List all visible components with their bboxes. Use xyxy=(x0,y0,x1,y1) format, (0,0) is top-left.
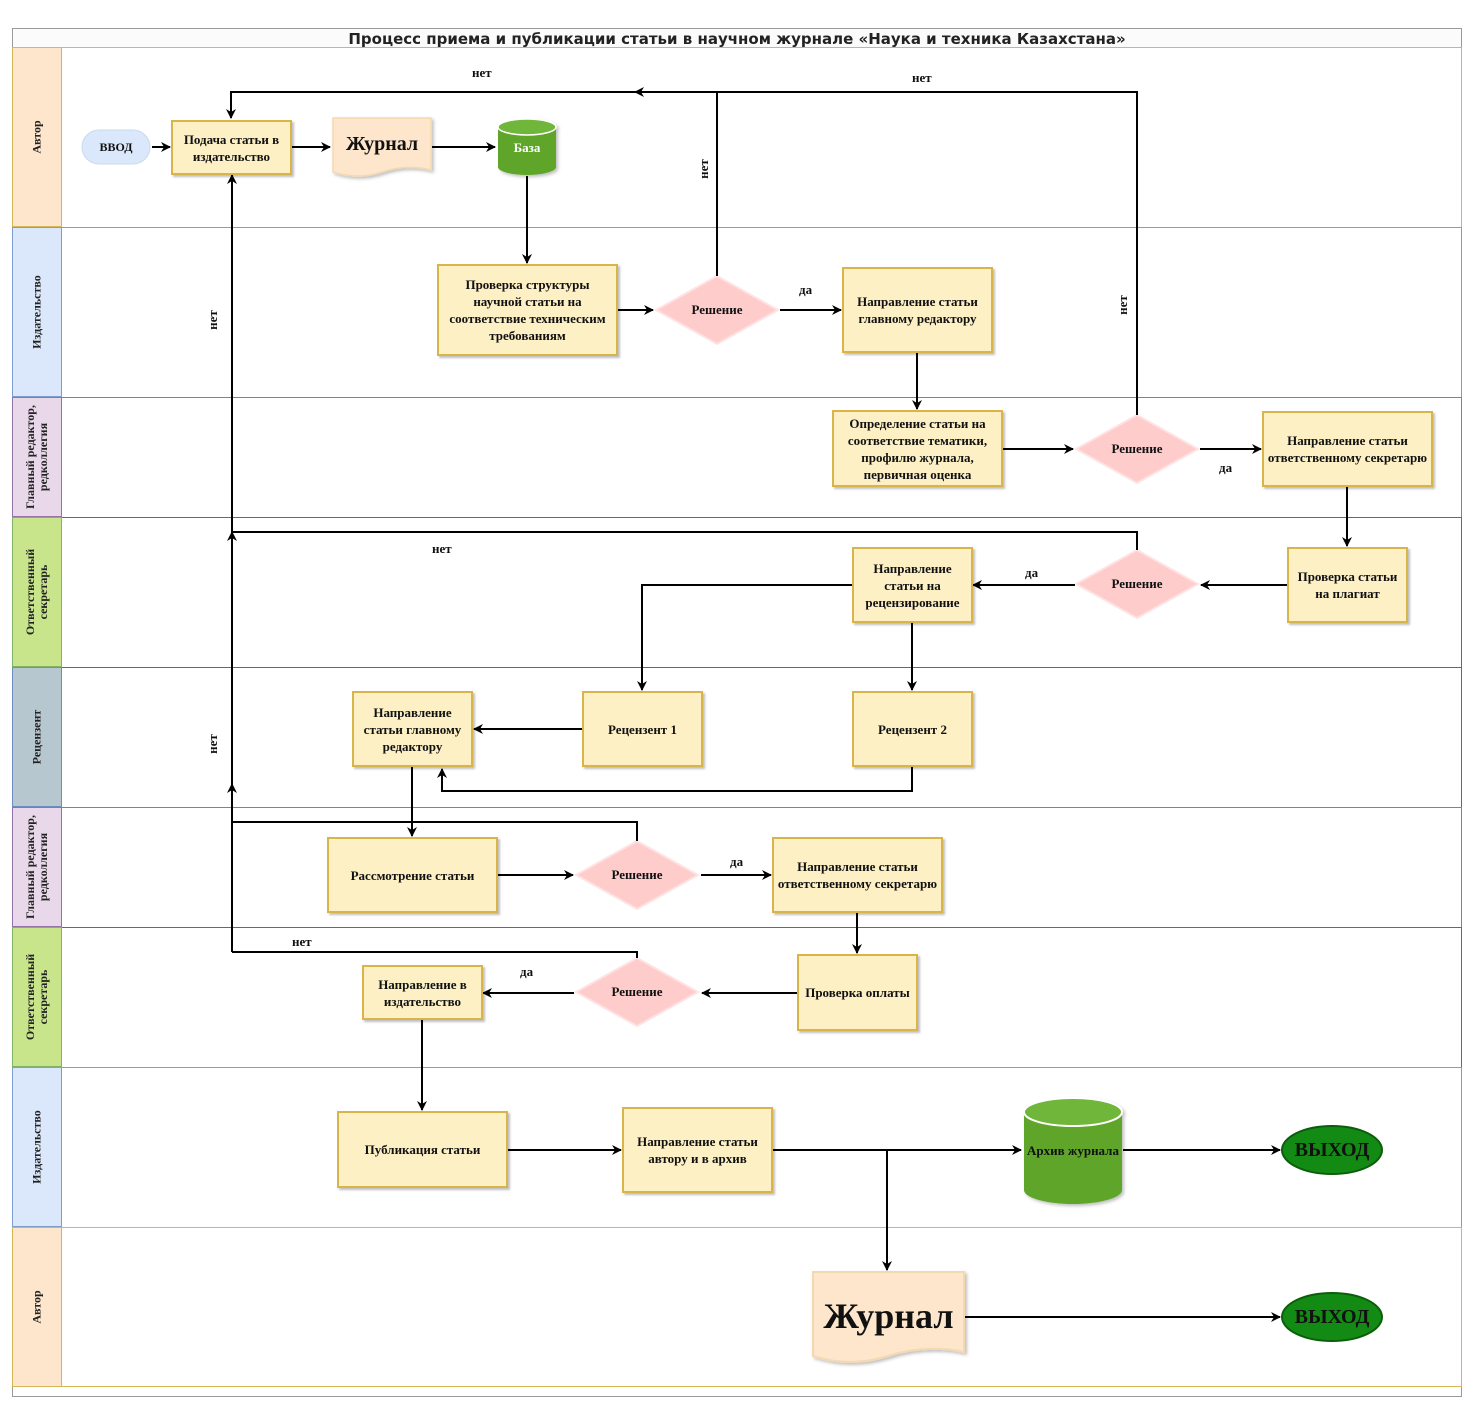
to-secretary-box: Направление статьи ответственному секрет… xyxy=(1262,411,1433,487)
edge-label-no: нет xyxy=(695,159,711,179)
lane-publisher-1: Издательство xyxy=(12,227,1462,397)
lane-header: Автор xyxy=(12,47,62,227)
lane-header: Издательство xyxy=(12,227,62,397)
edge-label-no: нет xyxy=(472,65,492,80)
archive-label: Архив журнала xyxy=(1027,1142,1119,1158)
submit-article-box: Подача статьи в издательство xyxy=(171,120,292,175)
journal-small-label: Журнал xyxy=(345,132,419,155)
lane-secretary-1: Ответственный секретарь xyxy=(12,517,1462,667)
edge-label-yes: да xyxy=(1025,565,1039,580)
lane-editor-1: Главный редактор, редколлегия xyxy=(12,397,1462,517)
exit-label-2: ВЫХОД xyxy=(1294,1305,1370,1328)
decision-label-2: Решение xyxy=(1111,441,1163,456)
to-author-archive-box: Направление статьи автору и в архив xyxy=(622,1107,773,1193)
edge-label-no: нет xyxy=(432,541,452,556)
to-publisher-box: Направление в издательство xyxy=(362,965,483,1020)
decision-label-4: Решение xyxy=(611,867,663,882)
payment-check-box: Проверка оплаты xyxy=(797,954,918,1031)
decision-label-1: Решение xyxy=(691,302,743,317)
edge-decision1-no xyxy=(226,91,718,276)
edge-decision5-no xyxy=(232,951,638,958)
decision-diamond-2 xyxy=(1073,413,1201,485)
lane-header: Рецензент xyxy=(12,667,62,807)
decision-diamond-5 xyxy=(573,956,701,1028)
to-chief-editor-box: Направление статьи главному редактору xyxy=(842,267,993,353)
decision-diamond-3 xyxy=(1073,548,1201,620)
lane-header: Ответственный секретарь xyxy=(12,927,62,1067)
edge-decision2-no xyxy=(634,87,1138,415)
journal-document-small xyxy=(332,117,432,177)
edge-review-to-r1 xyxy=(637,584,852,691)
edge-label-no: нет xyxy=(204,734,220,754)
diagram-frame-bottom xyxy=(12,1387,1462,1397)
journal-document-big xyxy=(812,1271,965,1363)
archive-cylinder xyxy=(1023,1097,1123,1204)
database-label: База xyxy=(513,140,541,155)
plagiarism-check-box: Проверка статьи на плагиат xyxy=(1287,547,1408,623)
lane-header: Главный редактор, редколлегия xyxy=(12,397,62,517)
edge-label-no: нет xyxy=(204,310,220,330)
publication-box: Публикация статьи xyxy=(337,1111,508,1188)
input-label: ВВОД xyxy=(99,139,133,154)
decision-label-5: Решение xyxy=(611,984,663,999)
diagram-title-bar: Процесс приема и публикации статьи в нау… xyxy=(12,28,1462,48)
database-cylinder xyxy=(497,118,557,175)
lane-author-2: Автор xyxy=(12,1227,1462,1387)
decision-diamond-1 xyxy=(653,274,781,346)
edge-label-no: нет xyxy=(912,70,932,85)
consideration-box: Рассмотрение статьи xyxy=(327,837,498,913)
exit-terminator-2 xyxy=(1281,1292,1383,1342)
lane-header: Автор xyxy=(12,1227,62,1387)
edge-label-yes: да xyxy=(799,282,813,297)
lane-header: Главный редактор, редколлегия xyxy=(12,807,62,927)
lane-secretary-2: Ответственный секретарь xyxy=(12,927,1462,1067)
reviewer-2-box: Рецензент 2 xyxy=(852,691,973,767)
topic-check-box: Определение статьи на соответствие темат… xyxy=(832,410,1003,487)
decision-label-3: Решение xyxy=(1111,576,1163,591)
to-review-box: Направление статьи на рецензирование xyxy=(852,547,973,623)
diagram-title: Процесс приема и публикации статьи в нау… xyxy=(348,30,1126,48)
decision-diamond-4 xyxy=(573,839,701,911)
edge-label-no: нет xyxy=(292,934,312,949)
check-structure-box: Проверка структуры научной статьи на соо… xyxy=(437,264,618,356)
lane-editor-2: Главный редактор, редколлегия xyxy=(12,807,1462,927)
journal-big-label: Журнал xyxy=(823,1296,954,1336)
edge-decision4-no xyxy=(232,821,638,841)
reviewer-1-box: Рецензент 1 xyxy=(582,691,703,767)
lane-header: Ответственный секретарь xyxy=(12,517,62,667)
edge-r2-to-editor xyxy=(437,767,913,792)
edge-label-no: нет xyxy=(1114,295,1130,315)
lane-author-1: Автор xyxy=(12,47,1462,227)
edge-decision3-no xyxy=(232,531,1138,550)
input-terminator xyxy=(81,129,151,165)
lane-header: Издательство xyxy=(12,1067,62,1227)
edge-label-yes: да xyxy=(520,964,534,979)
exit-label-1: ВЫХОД xyxy=(1294,1138,1370,1161)
exit-terminator-1 xyxy=(1281,1125,1383,1175)
edge-label-yes: да xyxy=(1219,460,1233,475)
lane-publisher-2: Издательство xyxy=(12,1067,1462,1227)
to-secretary-2-box: Направление статьи ответственному секрет… xyxy=(772,837,943,913)
review-to-editor-box: Направление статьи главному редактору xyxy=(352,691,473,767)
lane-reviewer: Рецензент xyxy=(12,667,1462,807)
edge-label-yes: да xyxy=(730,854,744,869)
